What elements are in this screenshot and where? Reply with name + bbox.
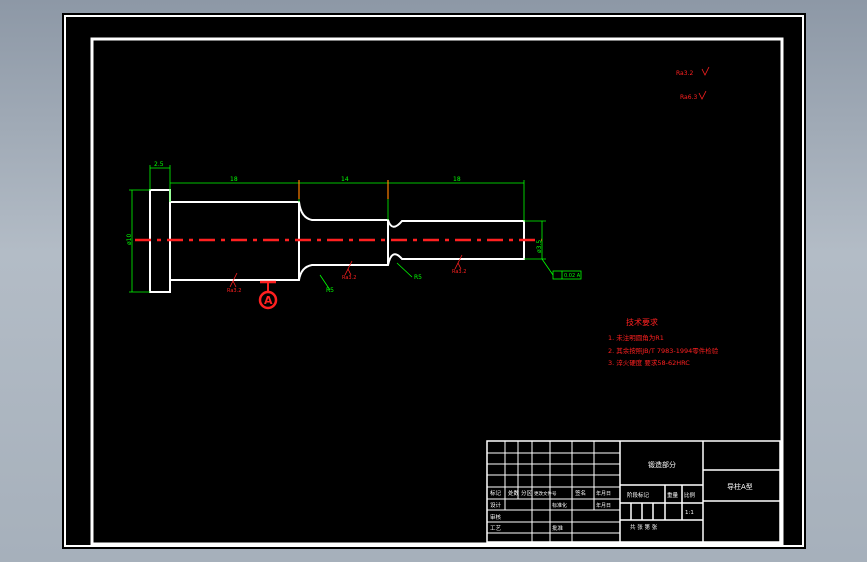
tech-item-3: 3. 淬火硬度 要求58-62HRC <box>608 358 690 367</box>
part-roughness: Ra3.2 Ra3.2 Ra3.2 <box>227 254 466 294</box>
inner-frame <box>90 37 784 546</box>
dim-flange: 2.5 <box>154 161 164 168</box>
roughness-symbol-icon <box>698 90 707 100</box>
center-label: 锻造部分 <box>648 460 676 469</box>
roughness-symbol-icon <box>454 254 463 270</box>
tangent-marks <box>298 180 389 199</box>
dim-right-dia: ø3.5 <box>536 240 543 253</box>
roughness-s3: Ra3.2 <box>452 269 466 275</box>
outer-frame <box>64 15 804 547</box>
rev-header-1: 标记 <box>490 489 502 497</box>
scale-label: 比例 <box>684 491 696 499</box>
tech-item-1: 1. 未注明圆角为R1 <box>608 333 664 342</box>
roughness-note-1: Ra3.2 <box>676 70 693 77</box>
title-block-text: 标记 处数 分区 更改文件号 签名 年月日 设计 标准化 年月日 审核 工艺 批… <box>490 460 753 532</box>
tolerance-text: 0.02 A <box>564 273 581 279</box>
datum-circle-icon <box>258 290 278 310</box>
roughness-s1: Ra3.2 <box>227 288 241 294</box>
weight-label: 重量 <box>667 491 679 499</box>
rev-header-6: 年月日 <box>596 490 611 497</box>
dim-left-dia: ø10 <box>126 234 133 245</box>
stage-label: 阶段标记 <box>627 491 650 499</box>
design-label: 设计 <box>490 501 502 509</box>
rev-header-4: 更改文件号 <box>534 490 557 497</box>
title-block <box>486 440 781 543</box>
dim-seg2: 14 <box>341 176 349 183</box>
tech-title: 技术要求 <box>626 317 658 327</box>
technical-requirements: 技术要求 1. 未注明圆角为R1 2. 其余按照JB/T 7983-1994零件… <box>608 317 719 367</box>
drawing-sheet: Ra3.2 Ra6.3 2.5 <box>62 13 806 549</box>
approve-label: 批准 <box>552 524 564 532</box>
tech-item-2: 2. 其余按照JB/T 7983-1994零件检验 <box>608 346 719 355</box>
craft-label: 工艺 <box>490 525 502 532</box>
sheets-text: 共 张 第 张 <box>630 523 658 531</box>
roughness-symbol-icon <box>701 66 710 76</box>
roughness-note-2: Ra6.3 <box>680 94 697 101</box>
dim-seg3: 18 <box>453 176 461 183</box>
design-date-label: 年月日 <box>596 502 611 509</box>
cad-drawing: Ra3.2 Ra6.3 2.5 <box>64 15 804 547</box>
roughness-symbol-icon <box>229 272 238 288</box>
roughness-notes: Ra3.2 Ra6.3 <box>676 66 710 101</box>
dim-seg1: 18 <box>230 176 238 183</box>
rev-header-5: 签名 <box>575 489 586 497</box>
rev-header-2: 处数 <box>508 489 520 497</box>
scale-value: 1:1 <box>685 510 694 516</box>
fillet-r1: R5 <box>326 287 334 294</box>
datum-letter: A <box>264 294 273 307</box>
rev-header-3: 分区 <box>521 489 533 497</box>
fillet-r2: R5 <box>414 274 422 281</box>
roughness-symbol-icon <box>344 260 353 276</box>
standardization-label: 标准化 <box>552 502 567 509</box>
title-block-grid <box>487 441 620 542</box>
part-name: 导柱A型 <box>727 482 753 491</box>
dimension-lines <box>129 165 582 293</box>
roughness-s2: Ra3.2 <box>342 275 356 281</box>
datum-symbol: A <box>258 280 278 310</box>
check-label: 审核 <box>490 513 502 521</box>
